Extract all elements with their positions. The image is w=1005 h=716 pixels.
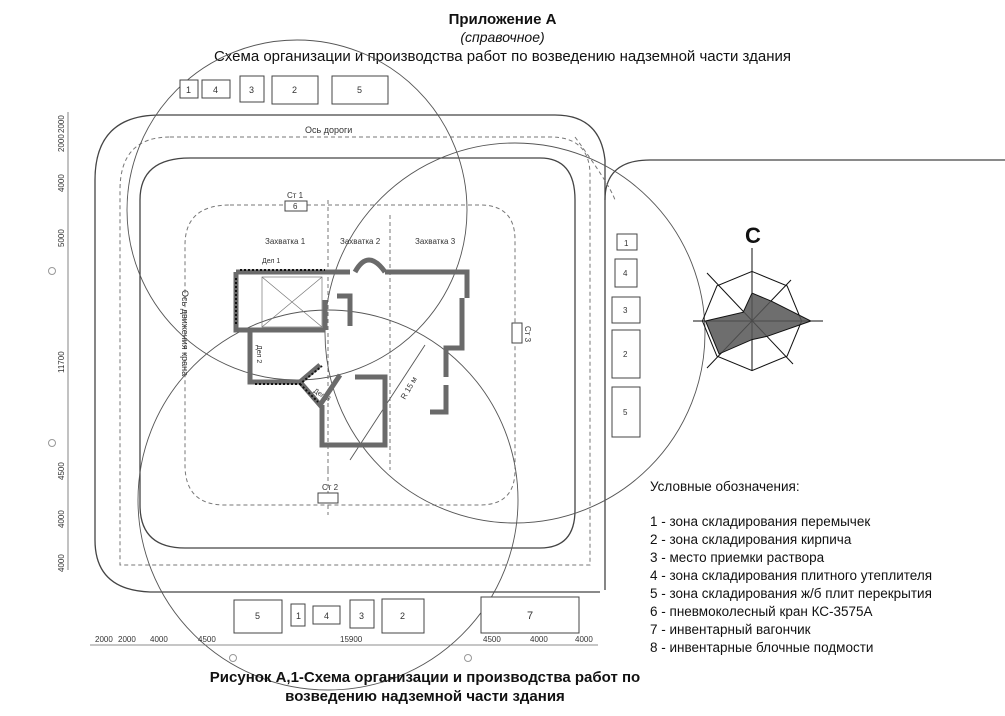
left-dimensions: 2000 2000 4000 5000 11700 4500 4000 4000 (57, 115, 66, 572)
zone-1-label: Захватка 1 (265, 237, 306, 246)
bottom-storage-2: 2 (400, 611, 405, 621)
crane-marker (284, 200, 308, 212)
appendix-title: Приложение А (448, 11, 557, 28)
bottom-dimensions: 2000 2000 4000 4500 15900 4500 4000 4000 (95, 635, 593, 644)
svg-text:15900: 15900 (340, 635, 363, 644)
legend-item: 8 - инвентарные блочные подмости (650, 640, 874, 655)
svg-text:2000: 2000 (57, 115, 66, 133)
station-2-marker (317, 492, 339, 504)
legend-item: 4 - зона складирования плитного утеплите… (650, 568, 933, 583)
station-1-label: Ст 1 (287, 191, 304, 200)
svg-text:4500: 4500 (483, 635, 501, 644)
svg-text:4000: 4000 (57, 174, 66, 192)
zone-2-label: Захватка 2 (340, 237, 381, 246)
svg-text:4500: 4500 (57, 462, 66, 480)
right-storage-5: 5 (623, 408, 628, 417)
scaffolding (235, 269, 325, 403)
scheme-title: Схема организации и производства работ п… (214, 48, 791, 65)
svg-text:11700: 11700 (57, 351, 66, 373)
radius-label: R 15 м (399, 375, 419, 401)
top-storage-3: 3 (249, 85, 254, 95)
north-label: С (745, 223, 761, 248)
legend-item: 2 - зона складирования кирпича (650, 532, 852, 547)
crane-axis-label: Ось движения крана (180, 290, 190, 376)
svg-text:4000: 4000 (575, 635, 593, 644)
bottom-storage (233, 596, 580, 634)
dimension-lines (67, 112, 598, 646)
road-axis-label: Ось дороги (305, 125, 352, 135)
legend: Условные обозначения: 1 - зона складиров… (650, 478, 932, 657)
storage-inside (261, 276, 323, 328)
wind-rose-data (704, 292, 813, 355)
svg-text:4000: 4000 (150, 635, 168, 644)
road (94, 114, 1005, 593)
crane-stations: Ст 1 6 Ст 2 Ст 3 (284, 191, 532, 504)
bottom-storage-5: 5 (255, 611, 260, 621)
bottom-storage-1: 1 (296, 611, 301, 621)
figure-caption: Рисунок А,1-Схема организации и производ… (195, 668, 655, 706)
svg-text:4000: 4000 (530, 635, 548, 644)
svg-text:2000: 2000 (118, 635, 136, 644)
svg-text:2000: 2000 (57, 134, 66, 152)
wind-rose: С (693, 223, 823, 372)
top-storage-2: 2 (292, 85, 297, 95)
zone-3-label: Захватка 3 (415, 237, 456, 246)
crane-marker-label: 6 (293, 202, 298, 211)
svg-text:5000: 5000 (57, 229, 66, 247)
legend-item: 5 - зона складирования ж/б плит перекрыт… (650, 586, 932, 601)
legend-item: 7 - инвентарный вагончик (650, 622, 811, 637)
section-1-label: Дел 1 (262, 258, 280, 265)
bottom-storage-3: 3 (359, 611, 364, 621)
bottom-storage-4: 4 (324, 611, 329, 621)
section-2-label: Дел 2 (255, 345, 262, 363)
svg-text:2000: 2000 (95, 635, 113, 644)
axis-markers (48, 267, 472, 662)
top-storage (179, 75, 389, 105)
svg-text:4500: 4500 (198, 635, 216, 644)
appendix-subtitle: (справочное) (460, 29, 545, 45)
road-axis-lines (119, 136, 616, 566)
crane-reach-arcs (126, 39, 706, 691)
caption-line-1: Рисунок А,1-Схема организации и производ… (209, 669, 641, 686)
right-storage-3: 3 (623, 306, 628, 315)
building-walls (233, 257, 470, 448)
legend-item: 6 - пневмоколесный кран КС-3575А (650, 604, 873, 619)
caption-line-2: возведению надземной части здания (285, 688, 565, 705)
legend-item: 3 - место приемки раствора (650, 550, 825, 565)
legend-item: 1 - зона складирования перемычек (650, 514, 871, 529)
bottom-storage-7: 7 (527, 610, 533, 622)
legend-title: Условные обозначения: (650, 479, 800, 494)
right-storage-1: 1 (624, 239, 629, 248)
station-2-label: Ст 2 (322, 483, 339, 492)
right-storage (611, 233, 641, 438)
right-storage-2: 2 (623, 350, 628, 359)
top-storage-5: 5 (357, 85, 362, 95)
top-storage-1: 1 (186, 85, 191, 95)
station-3-marker (511, 322, 523, 344)
wind-rose-outline (701, 270, 803, 372)
right-storage-4: 4 (623, 269, 628, 278)
station-3-label: Ст 3 (523, 326, 532, 343)
top-storage-4: 4 (213, 85, 218, 95)
svg-text:4000: 4000 (57, 510, 66, 528)
svg-text:4000: 4000 (57, 554, 66, 572)
